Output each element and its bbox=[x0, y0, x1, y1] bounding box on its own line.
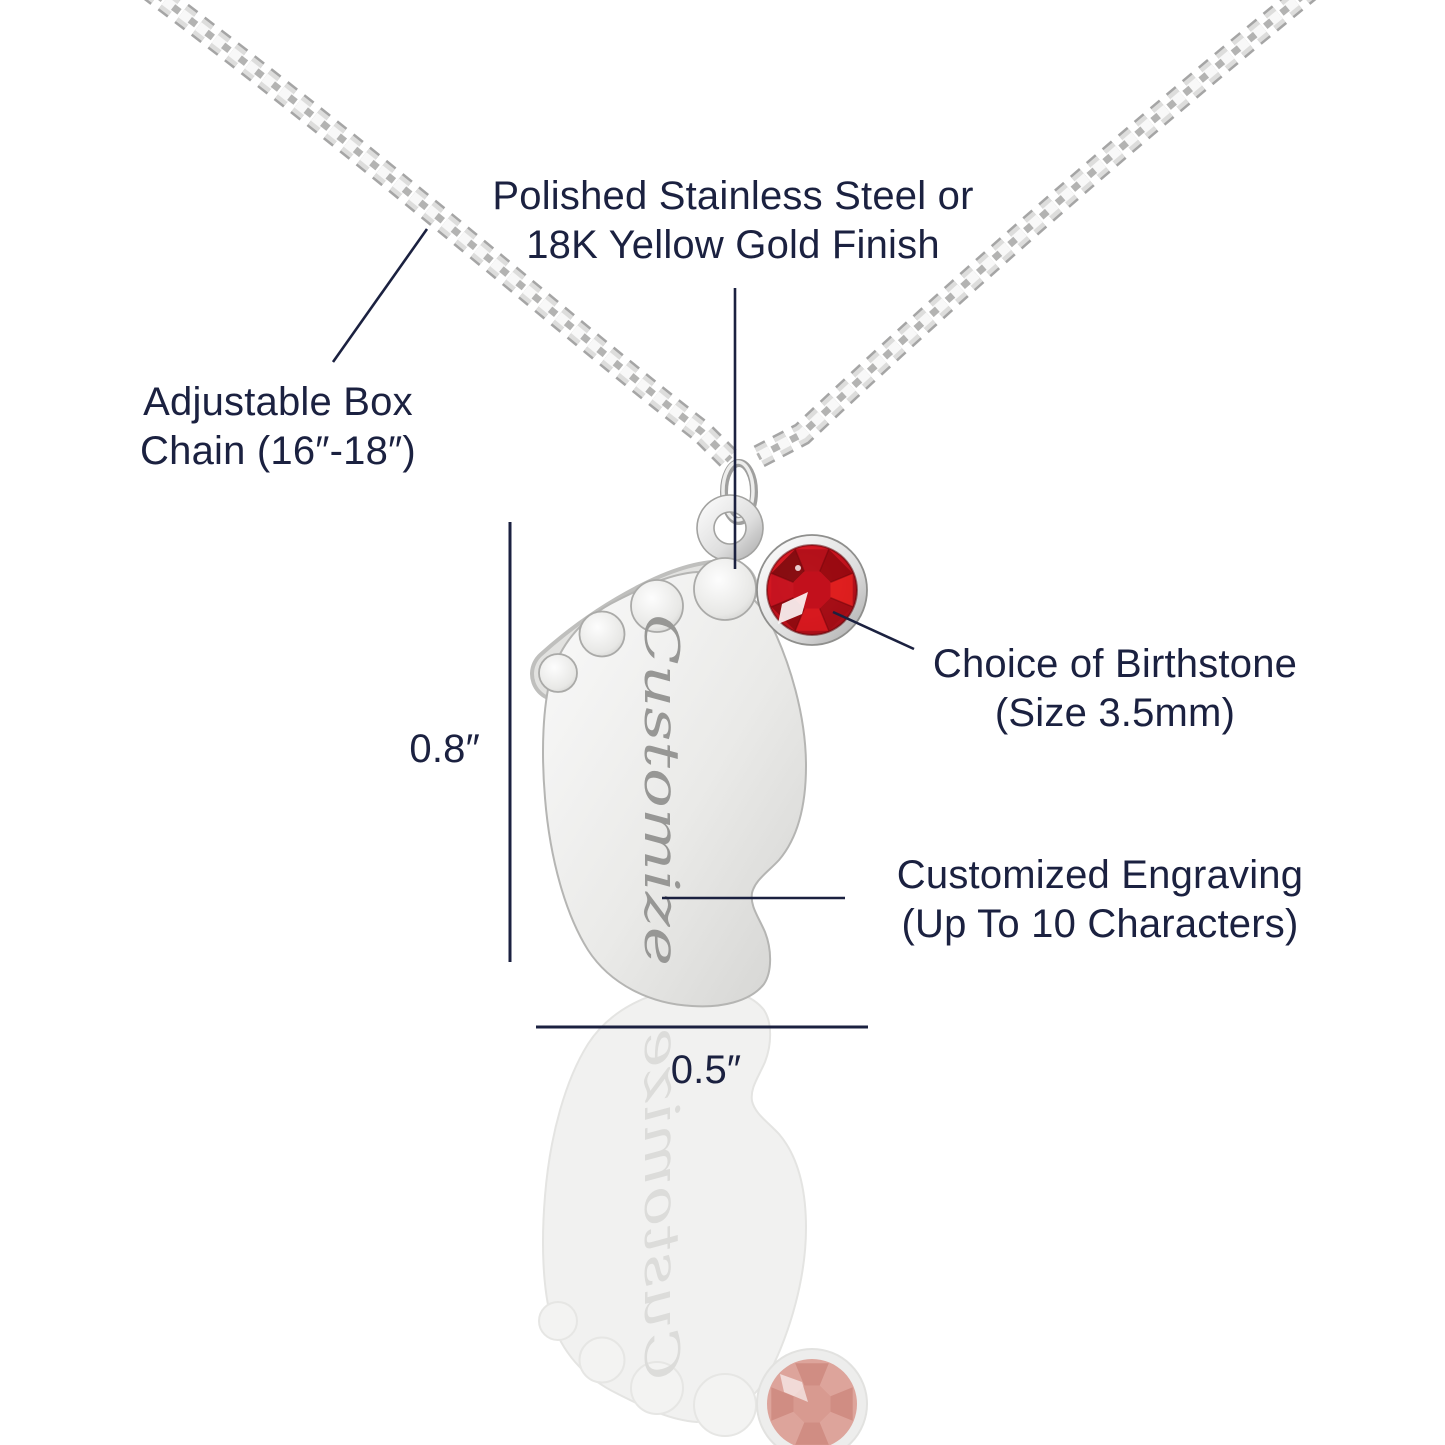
pendant-reflection: Customize bbox=[538, 986, 868, 1445]
engraving-label: Customized Engraving (Up To 10 Character… bbox=[850, 851, 1350, 949]
engraving-reflection-text: Customize bbox=[633, 1028, 689, 1380]
leader-line-birthstone bbox=[832, 610, 915, 651]
birthstone-label-line1: Choice of Birthstone bbox=[932, 642, 1298, 686]
pendant-engraving-text: Customize bbox=[633, 614, 689, 966]
pendant-bail bbox=[696, 494, 764, 562]
material-label: Polished Stainless Steel or 18K Yellow G… bbox=[433, 172, 1033, 270]
annotation-lines bbox=[331, 228, 915, 1029]
engraving-label-line1: Customized Engraving bbox=[896, 853, 1304, 897]
chain-label-line2: Chain (16″-18″) bbox=[140, 429, 416, 473]
width-dimension-label: 0.5″ bbox=[670, 1048, 742, 1092]
toe-circle bbox=[630, 579, 684, 633]
material-label-line2: 18K Yellow Gold Finish bbox=[526, 223, 940, 267]
birthstone-gem bbox=[756, 534, 868, 646]
toe-circle-big bbox=[693, 557, 757, 621]
height-dimension-label: 0.8″ bbox=[409, 727, 480, 771]
pendant-toes bbox=[538, 557, 757, 693]
leader-line-chain bbox=[331, 228, 429, 363]
toe-circle bbox=[578, 610, 626, 658]
engraving-label-line2: (Up To 10 Characters) bbox=[901, 902, 1299, 946]
jump-ring bbox=[720, 459, 758, 525]
material-label-line1: Polished Stainless Steel or bbox=[492, 174, 974, 218]
chain-label: Adjustable Box Chain (16″-18″) bbox=[113, 378, 443, 476]
birthstone-label: Choice of Birthstone (Size 3.5mm) bbox=[865, 640, 1365, 738]
birthstone-label-line2: (Size 3.5mm) bbox=[994, 691, 1236, 735]
toe-circle-small bbox=[538, 653, 578, 693]
gem-sparkle bbox=[778, 592, 808, 624]
chain-label-line1: Adjustable Box bbox=[143, 380, 413, 424]
